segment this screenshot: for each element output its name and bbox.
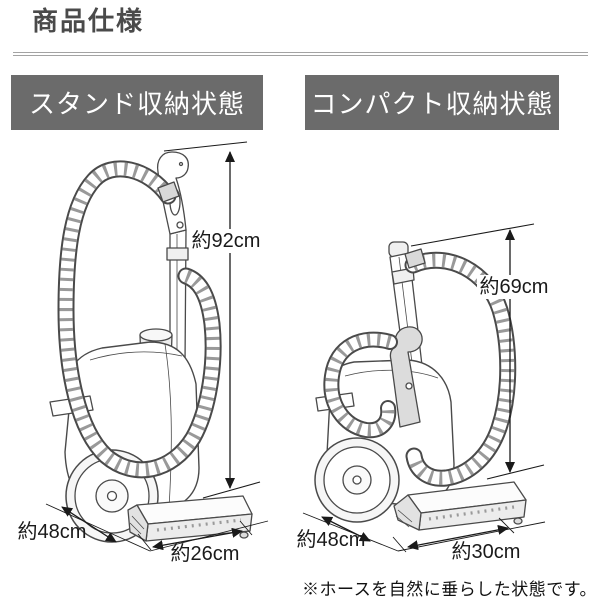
dimension-lines-stand (45, 141, 269, 552)
height-dimension-label-compact: 約69cm (477, 275, 551, 299)
vacuum-compact-illustration (302, 223, 546, 553)
vacuum-illustrations (45, 141, 546, 553)
handle (389, 326, 423, 428)
depth-dimension-label-compact: 約48cm (296, 529, 366, 551)
height-dimension-label-stand: 約92cm (189, 229, 263, 253)
depth-dimension-label-stand: 約48cm (17, 521, 87, 543)
footnote: ※ホースを自然に垂らした状態です。 (302, 580, 597, 599)
width-dimension-label-compact: 約30cm (451, 541, 521, 563)
width-dimension-label-stand: 約26cm (170, 543, 240, 565)
wheel (314, 437, 400, 523)
page-title: 商品仕様 (32, 6, 145, 36)
panel-header-stand-storage: スタンド収納状態 (11, 75, 263, 130)
panel-header-compact-storage: コンパクト収納状態 (305, 75, 559, 130)
title-underline (13, 52, 588, 56)
vacuum-stand-illustration (45, 141, 269, 552)
vacuum-hose (323, 248, 517, 487)
floor-head (393, 481, 527, 531)
dimension-lines-compact (302, 223, 546, 553)
vacuum-hose (57, 160, 222, 479)
